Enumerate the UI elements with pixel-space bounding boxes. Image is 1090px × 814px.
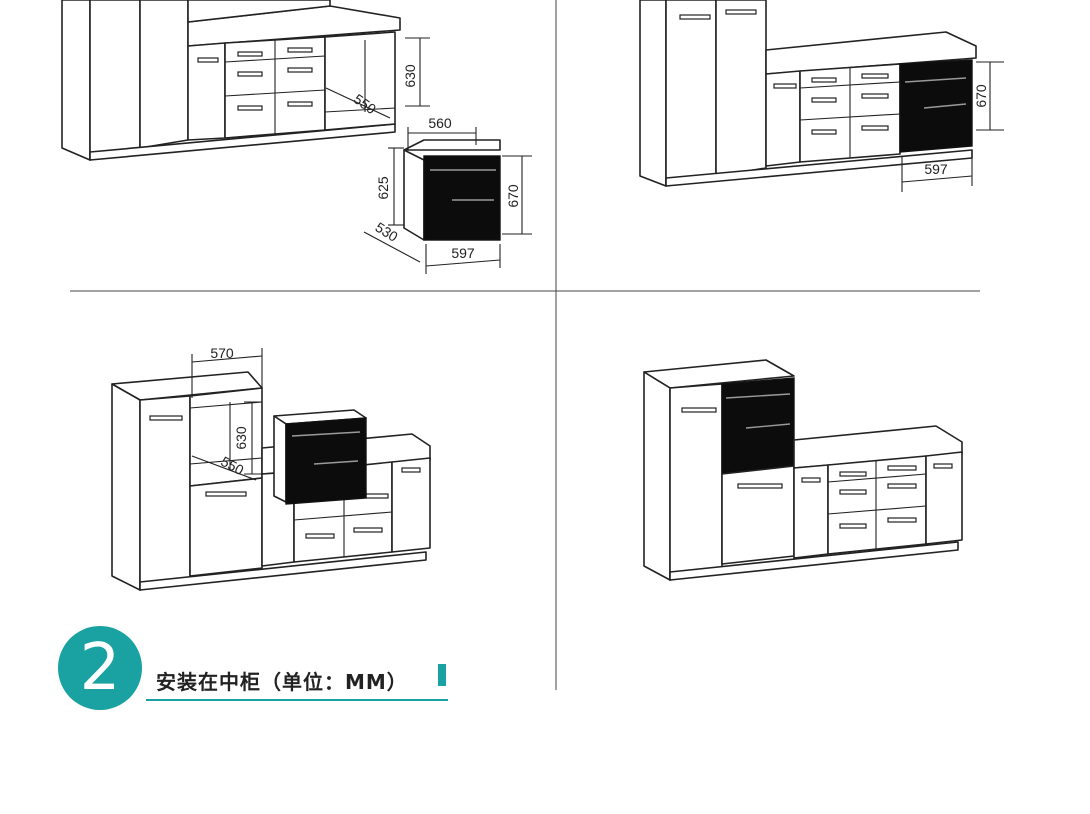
dim-front-width-tr: 597 bbox=[924, 161, 948, 177]
dim-unit-depth: 530 bbox=[373, 219, 401, 245]
panel-top-right: 670 597 bbox=[639, 0, 1004, 192]
section-number-badge bbox=[58, 626, 142, 710]
dim-unit-width: 560 bbox=[428, 115, 452, 131]
dim-niche-width-bl: 570 bbox=[210, 345, 234, 361]
panel-bottom-right bbox=[643, 359, 963, 581]
section-title: 安装在中柜（单位：MM） bbox=[156, 670, 408, 694]
dim-unit-height: 625 bbox=[375, 176, 391, 200]
dim-niche-height-bl: 630 bbox=[233, 426, 249, 450]
section-number: 2 bbox=[79, 631, 121, 705]
dim-front-height-tr: 670 bbox=[973, 84, 989, 108]
panel-bottom-left: 570 630 550 bbox=[111, 345, 431, 591]
panel-top-left: 630 550 560 625 670 530 597 bbox=[61, 0, 532, 274]
dim-front-width: 597 bbox=[451, 245, 475, 261]
dim-front-height: 670 bbox=[505, 184, 521, 208]
title-underline bbox=[146, 699, 448, 701]
section-caption: 2 安装在中柜（单位：MM） bbox=[58, 626, 458, 716]
dim-niche-height: 630 bbox=[402, 64, 418, 88]
title-accent-mark bbox=[438, 664, 446, 686]
